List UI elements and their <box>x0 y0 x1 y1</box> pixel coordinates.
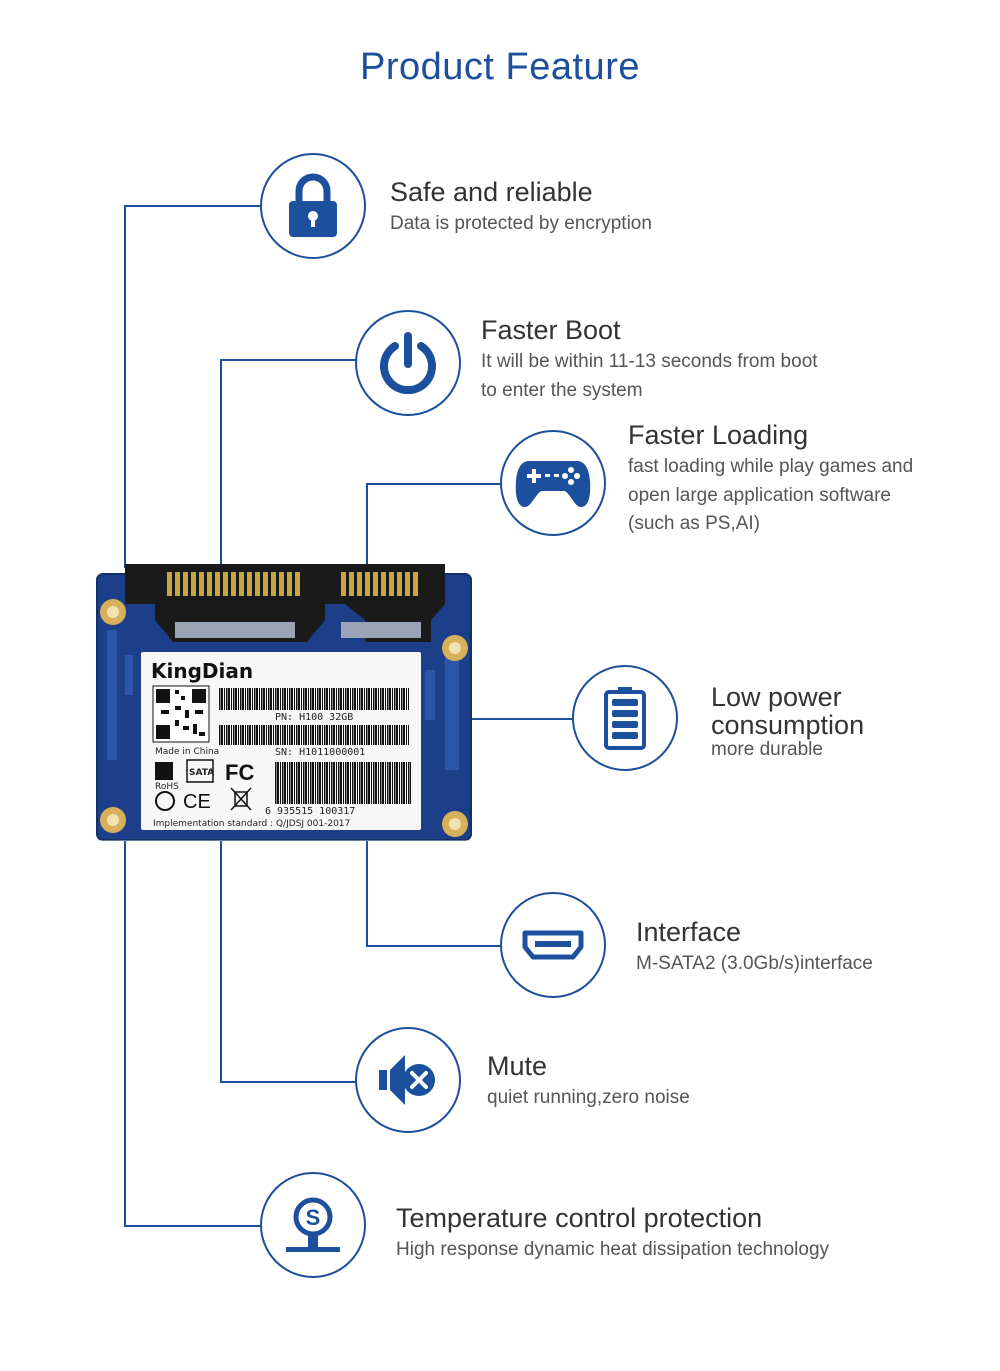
part-number: PN: H100 32GB <box>275 712 353 723</box>
page-title: Product Feature <box>360 46 640 88</box>
barcode-sn <box>219 725 409 745</box>
feature-safe: Safe and reliable Data is protected by e… <box>390 178 652 239</box>
feature-circle-power <box>572 665 678 771</box>
made-in-label: Made in China <box>155 747 219 757</box>
feature-circle-boot <box>355 310 461 416</box>
thermometer-icon: S <box>286 1197 340 1252</box>
connector-pins <box>167 572 418 596</box>
feature-title: Safe and reliable <box>390 177 593 207</box>
rohs-label: RoHS <box>155 782 179 792</box>
ce-mark: CE <box>183 791 211 813</box>
feature-title: Low power consumption <box>711 682 865 741</box>
battery-icon <box>604 687 646 750</box>
feature-desc: more durable <box>711 738 823 760</box>
feature-desc: It will be within 11-13 seconds from boo… <box>481 351 818 401</box>
connector-line-mute <box>220 840 356 1083</box>
feature-desc: M-SATA2 (3.0Gb/s)interface <box>636 953 873 975</box>
ean-barcode <box>275 762 411 804</box>
serial-number: SN: H1011000001 <box>275 747 365 758</box>
feature-desc: fast loading while play games and open l… <box>628 456 914 535</box>
feature-temp: Temperature control protection High resp… <box>396 1204 829 1265</box>
feature-circle-interface <box>500 892 606 998</box>
feature-title: Faster Boot <box>481 315 621 345</box>
feature-desc: quiet running,zero noise <box>487 1087 690 1109</box>
qr-code <box>152 685 210 743</box>
feature-loading: Faster Loading fast loading while play g… <box>628 421 913 539</box>
speaker-mute-icon <box>379 1055 435 1105</box>
svg-text:S: S <box>306 1205 321 1230</box>
connector-line-boot <box>220 359 356 568</box>
mounting-holes <box>100 599 468 837</box>
feature-circle-loading <box>500 430 606 536</box>
feature-desc: High response dynamic heat dissipation t… <box>396 1239 830 1261</box>
feature-title: Mute <box>487 1051 548 1081</box>
connector-line-safe <box>124 205 261 568</box>
feature-power: Low power consumption more durable <box>711 683 864 761</box>
gamepad-icon <box>515 461 591 507</box>
connector-line-loading <box>366 483 501 568</box>
feature-circle-temp: S <box>260 1172 366 1278</box>
sata-logo-icon <box>186 759 214 783</box>
hdmi-port-icon <box>522 930 584 960</box>
power-icon <box>380 332 436 395</box>
implementation-standard: Implementation standard : Q/JDSJ 001-201… <box>153 819 350 829</box>
feature-title: Faster Loading <box>628 420 809 450</box>
lock-icon <box>289 173 337 237</box>
connector-line-temp <box>124 840 261 1227</box>
feature-desc: Data is protected by encryption <box>390 213 652 235</box>
rohs-icon <box>155 762 173 780</box>
connector-line-interface <box>366 840 501 947</box>
fc-mark: FC <box>225 760 254 785</box>
recycle-icon <box>155 791 175 811</box>
feature-mute: Mute quiet running,zero noise <box>487 1052 690 1113</box>
weee-bin-icon <box>230 787 252 811</box>
ean-number: 6 935515 100317 <box>265 806 355 817</box>
feature-title: Temperature control protection <box>396 1203 763 1233</box>
feature-title: Interface <box>636 917 742 947</box>
sata-label: SATA <box>189 768 214 778</box>
feature-boot: Faster Boot It will be within 11-13 seco… <box>481 316 818 405</box>
feature-interface: Interface M-SATA2 (3.0Gb/s)interface <box>636 918 873 979</box>
feature-circle-mute <box>355 1027 461 1133</box>
barcode-pn <box>219 688 409 710</box>
brand-logo: KingDian <box>151 659 253 683</box>
feature-circle-safe <box>260 153 366 259</box>
ssd-product-image: KingDian Made in China PN: H100 32GB SN:… <box>95 560 473 842</box>
